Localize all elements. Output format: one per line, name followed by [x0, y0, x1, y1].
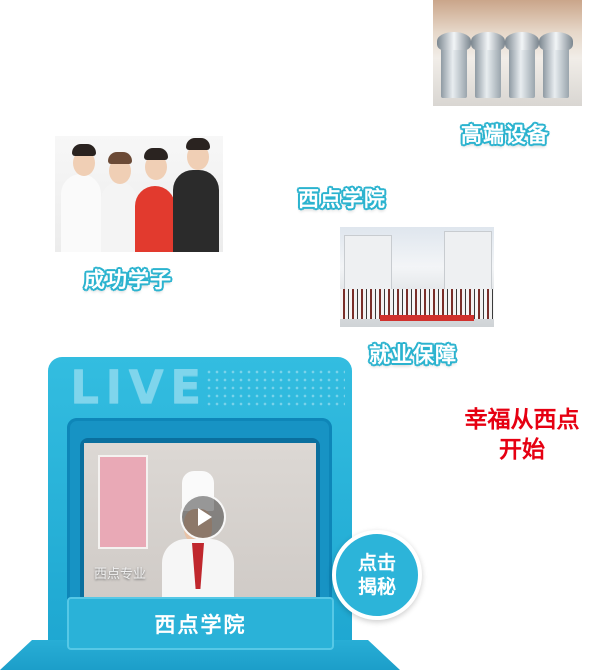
equipment-photo	[433, 0, 582, 106]
equipment-caption: 高端设备	[461, 123, 549, 147]
students-photo	[55, 136, 223, 252]
slogan-line-1: 幸福从西点	[464, 407, 580, 433]
reveal-button[interactable]: 点击 揭秘	[332, 530, 422, 620]
school-name-label: 西点学院	[154, 612, 247, 637]
play-icon	[198, 508, 212, 526]
video-overlay-text: 西点专业	[94, 567, 147, 582]
video-chef	[158, 471, 238, 611]
jobs-caption: 就业保障	[369, 343, 457, 367]
students-caption: 成功学子	[84, 268, 172, 292]
school-caption: 西点学院	[298, 187, 386, 211]
play-button[interactable]	[180, 494, 226, 540]
school-name-bar[interactable]: 西点学院	[67, 597, 334, 650]
video-player[interactable]: 西点专业	[84, 443, 316, 611]
slogan-line-2: 开始	[499, 437, 545, 463]
video-wall-poster	[98, 455, 148, 549]
campus-photo	[340, 227, 494, 327]
live-dot-pattern	[205, 368, 345, 408]
slogan: 幸福从西点 开始	[447, 405, 597, 465]
reveal-label-line-2: 揭秘	[357, 576, 396, 598]
live-label: LIVE	[70, 360, 208, 414]
reveal-label-line-1: 点击	[357, 552, 396, 574]
